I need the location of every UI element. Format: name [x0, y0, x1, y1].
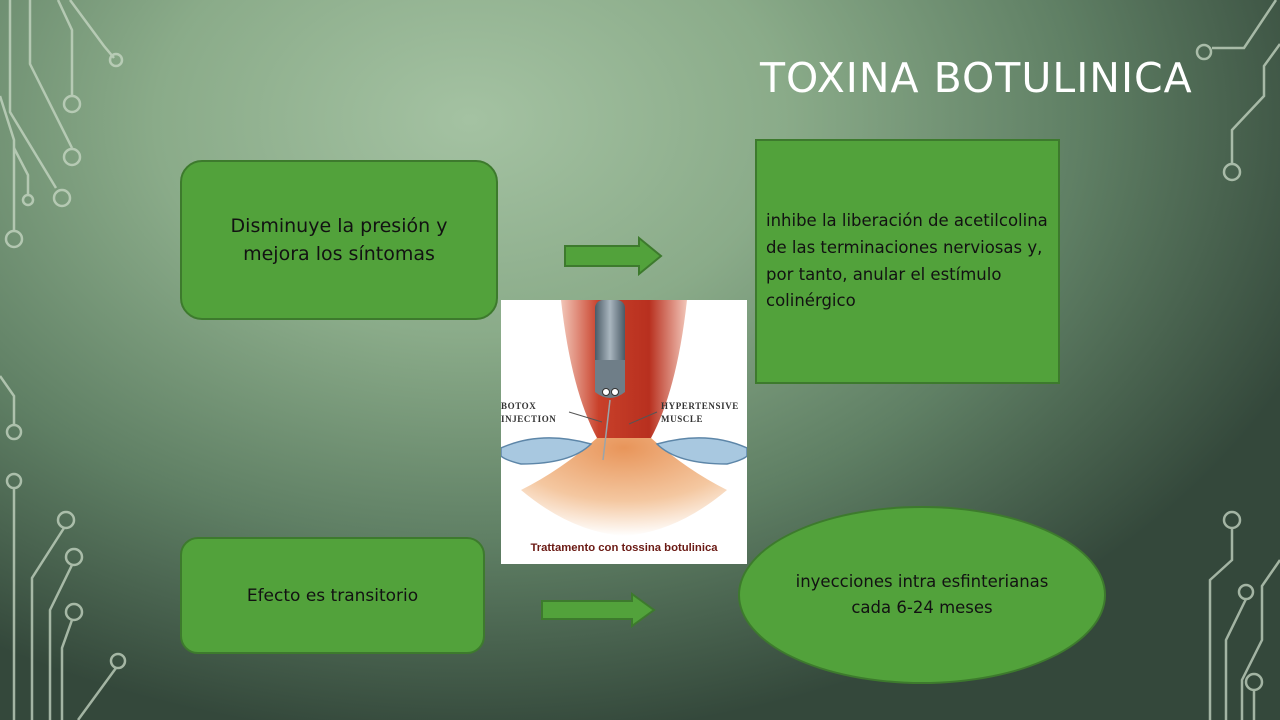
injection-schedule-ellipse: inyecciones intra esfinterianas cada 6-2…	[738, 506, 1106, 684]
mechanism-box-text: inhibe la liberación de acetilcolina de …	[766, 210, 1048, 311]
slide-title: TOXINA BOTULINICA	[760, 54, 1193, 102]
label-botox-injection: BOTOX INJECTION	[501, 401, 557, 424]
arrow-right-icon	[564, 236, 663, 276]
transient-effect-box-text: Efecto es transitorio	[246, 585, 419, 606]
illustration-graphic	[501, 300, 747, 536]
illustration-caption: Trattamento con tossina botulinica	[530, 542, 718, 554]
effect-box-pressure-text: Disminuye la presión y mejora los síntom…	[230, 214, 448, 266]
arrow-right-icon-bottom	[541, 592, 656, 628]
label-hypertensive-muscle: HYPERTENSIVE MUSCLE	[661, 401, 739, 424]
injection-schedule-text: inyecciones intra esfinterianas cada 6-2…	[795, 571, 1049, 617]
mechanism-box: inhibe la liberación de acetilcolina de …	[755, 139, 1060, 384]
botox-illustration: BOTOX INJECTION HYPERTENSIVE MUSCLE Trat…	[501, 300, 747, 564]
effect-box-pressure: Disminuye la presión y mejora los síntom…	[180, 160, 498, 320]
transient-effect-box: Efecto es transitorio	[180, 537, 485, 654]
